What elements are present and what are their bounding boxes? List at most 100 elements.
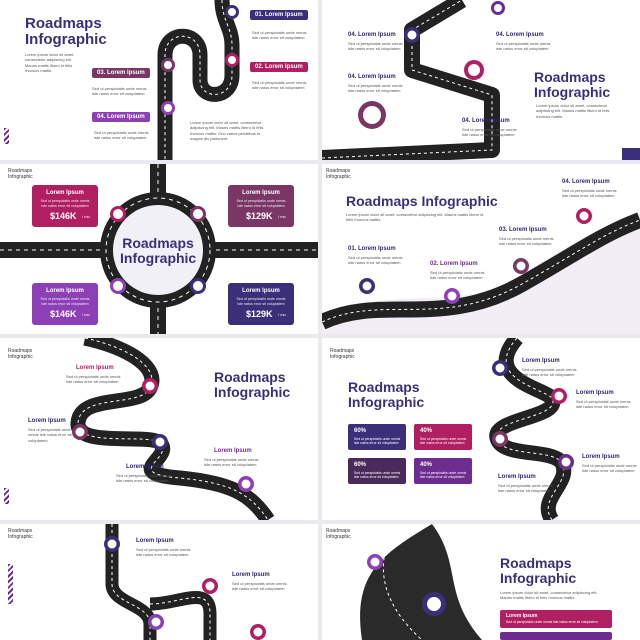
box-title: Lorem Ipsum [242, 288, 280, 294]
pin-4 [190, 278, 206, 294]
card-title: Lorem Ipsum [506, 613, 538, 619]
box-title: Lorem Ipsum [242, 190, 280, 196]
slide-2: 04. Lorem Ipsum Sed ut perspiciatis unde… [322, 0, 640, 160]
pin-3 [148, 614, 164, 630]
body-02: Sed ut perspiciatis unde omnis iste natu… [430, 270, 485, 281]
body-c: Sed ut perspiciatis unde omnis iste natu… [348, 83, 403, 94]
box-body: Sed ut perspiciatis unde omnis iste natu… [40, 199, 90, 208]
brand-line-2: Infographic [326, 174, 351, 180]
price-box-3: Lorem Ipsum Sed ut perspiciatis unde omn… [32, 283, 98, 325]
label-1: Lorem Ipsum [76, 365, 114, 371]
body-4: Sed ut perspiciatis unde omnis iste natu… [204, 457, 259, 468]
title-line-2: Infographic [348, 393, 425, 410]
road-graphic [104, 524, 266, 640]
pct-value: 60% [354, 462, 367, 468]
box-per: / mo [82, 312, 90, 317]
pin-1 [104, 536, 120, 552]
pin-1 [492, 360, 508, 376]
pct-body: Sed ut perspiciatis unde omnis iste natu… [420, 471, 467, 480]
label-01: 01. Lorem Ipsum [250, 10, 308, 20]
pin-1 [367, 554, 383, 570]
label-1: Lorem Ipsum [136, 538, 174, 544]
pct-body: Sed ut perspiciatis unde omnis iste natu… [420, 437, 467, 446]
road-graphic [322, 208, 640, 334]
pin-3 [161, 58, 175, 72]
body-a: Sed ut perspiciatis unde omnis iste natu… [348, 41, 403, 52]
body-02: Sed ut perspiciatis unde omnis iste natu… [252, 80, 307, 91]
pin-2 [422, 592, 446, 616]
pin-3 [464, 60, 484, 80]
title-line-1: Roadmaps [214, 369, 286, 385]
box-body: Sed ut perspiciatis unde omnis iste natu… [40, 297, 90, 306]
slide-title: Roadmaps Infographic [346, 193, 498, 209]
price-box-2: Lorem Ipsum Sed ut perspiciatis unde omn… [228, 185, 294, 227]
body-1: Sed ut perspiciatis unde omnis iste natu… [136, 547, 191, 558]
pin-1 [110, 206, 126, 222]
brand-line-1: Roadmaps [8, 528, 33, 534]
label-04: 04. Lorem Ipsum [92, 112, 150, 122]
pin-1 [225, 5, 239, 19]
pct-card-2: 40%Sed ut perspiciatis unde omnis iste n… [414, 424, 472, 450]
label-2: Lorem Ipsum [232, 572, 270, 578]
box-price: $146K [50, 309, 77, 319]
pin-4 [161, 101, 175, 115]
body-04: Sed ut perspiciatis unde omnis iste natu… [562, 188, 617, 199]
decor-stripe [4, 488, 9, 504]
brand-line-2: Infographic [8, 174, 33, 180]
title-line-1: Roadmaps [534, 69, 606, 85]
title-line-2: Infographic [534, 83, 611, 100]
road-graphic [322, 0, 640, 160]
body-03: Sed ut perspiciatis unde omnis iste natu… [499, 236, 554, 247]
box-price: $129K [246, 309, 273, 319]
road-graphic [360, 524, 482, 640]
body-b: Sed ut perspiciatis unde omnis iste natu… [496, 41, 551, 52]
box-title: Lorem Ipsum [46, 190, 84, 196]
pin-4 [358, 101, 386, 129]
title-line-1: Roadmaps [25, 15, 102, 32]
road-graphic [0, 164, 318, 334]
box-per: / mo [278, 312, 286, 317]
label-4: Lorem Ipsum [498, 474, 536, 480]
pin-2 [225, 53, 239, 67]
brand-line-1: Roadmaps [330, 348, 355, 354]
label-03: 03. Lorem Ipsum [499, 227, 547, 233]
body-01: Sed ut perspiciatis unde omnis iste natu… [252, 30, 307, 41]
pin-1 [491, 1, 505, 15]
pct-card-4: 40% Sed ut perspiciatis unde omnis iste n… [414, 458, 472, 484]
label-03: 03. Lorem Ipsum [92, 68, 150, 78]
brand-line-1: Roadmaps [8, 168, 33, 174]
pin-3 [152, 434, 168, 450]
road-graphic [489, 338, 574, 520]
pin-4 [250, 624, 266, 640]
pin-2 [190, 206, 206, 222]
body-d: Sed ut perspiciatis unde omnis iste natu… [462, 127, 517, 138]
pin-4 [576, 208, 592, 224]
pct-value: 40% [420, 462, 433, 468]
label-4: Lorem Ipsum [214, 448, 252, 454]
title-line-2: Infographic [500, 569, 577, 586]
label-2: Lorem Ipsum [28, 418, 66, 424]
pct-card-1: 60%Sed ut perspiciatis unde omnis iste n… [348, 424, 406, 450]
body-2: Sed ut perspiciatis unde omnis iste natu… [576, 399, 631, 410]
body-2: Sed ut perspiciatis unde omnis iste natu… [232, 581, 287, 592]
pct-value: 60% [354, 428, 367, 434]
label-c: 04. Lorem Ipsum [348, 74, 396, 80]
label-02: 02. Lorem Ipsum [430, 261, 478, 267]
pin-2 [551, 388, 567, 404]
label-02: 02. Lorem Ipsum [250, 62, 308, 72]
pin-4 [238, 476, 254, 492]
pin-1 [142, 378, 158, 394]
intro-text: Lorem ipsum dolor sit amet, consectetur … [500, 590, 598, 601]
box-per: / mo [278, 214, 286, 219]
body-03: Sed ut perspiciatis unde omnis iste natu… [92, 86, 147, 97]
